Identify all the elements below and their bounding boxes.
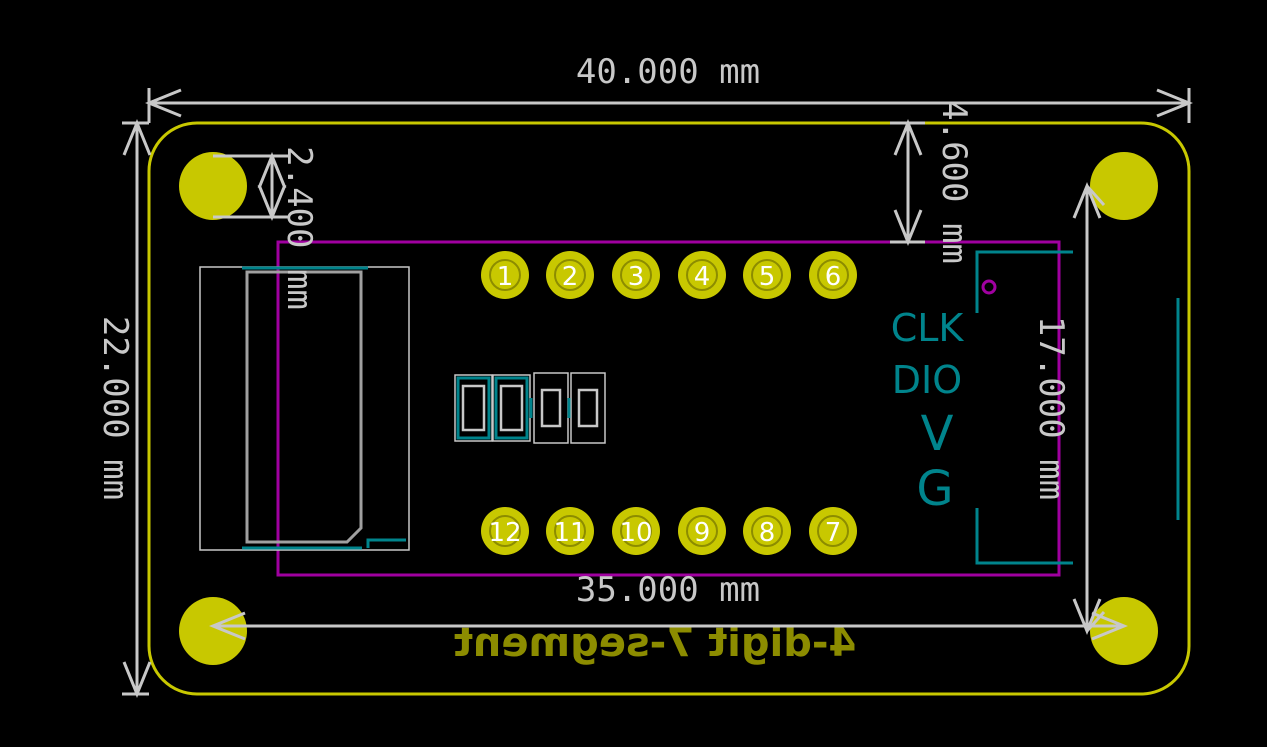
pad-drill (489, 515, 521, 547)
pad-drill (751, 259, 783, 291)
pad-number: 6 (825, 262, 842, 292)
connector-outline-top (975, 250, 1073, 313)
dimension-height (122, 119, 152, 698)
smd-part-3-box (533, 372, 569, 444)
dimension-hole-diameter-label: 2.400 mm (279, 146, 319, 310)
smd-part-1-box (454, 374, 493, 442)
dimension-height-label: 22.000 mm (95, 316, 135, 500)
pad-copper (546, 507, 594, 555)
pad-copper (546, 251, 594, 299)
dimension-display-height-label: 17.000 mm (1031, 316, 1071, 500)
pad-drill (554, 515, 586, 547)
pad-pin-7[interactable]: 7 (809, 507, 857, 555)
pad-drill (817, 259, 849, 291)
left-component-body (245, 270, 363, 544)
pad-number: 4 (694, 262, 711, 292)
smd-part-2-pad (499, 384, 524, 432)
connector-silk (975, 250, 1180, 565)
dimension-width-label: 40.000 mm (576, 52, 760, 92)
pad-pin-10[interactable]: 10 (612, 507, 660, 555)
left-component (199, 266, 410, 551)
pad-number: 3 (628, 262, 645, 292)
pad-number: 2 (562, 262, 579, 292)
pad-copper (809, 251, 857, 299)
pad-copper (809, 507, 857, 555)
connector-label-dio: DIO (892, 358, 962, 402)
pad-pin-5[interactable]: 5 (743, 251, 791, 299)
pad-number: 5 (759, 262, 776, 292)
pad-drill (686, 515, 718, 547)
dimension-width (145, 88, 1193, 123)
board-outline (147, 121, 1191, 696)
pad-pin-11[interactable]: 11 (546, 507, 594, 555)
pad-drill (554, 259, 586, 291)
pad-drill (751, 515, 783, 547)
connector-label-v: V (921, 406, 954, 462)
mounting-holes (179, 152, 1158, 665)
mounting-hole-bottom-left[interactable] (179, 597, 247, 665)
pad-number: 11 (553, 518, 586, 548)
mounting-hole-bottom-right[interactable] (1090, 597, 1158, 665)
pad-copper (612, 507, 660, 555)
smd-part-2-silk (494, 376, 529, 440)
pad-drill (620, 515, 652, 547)
pad-copper (743, 251, 791, 299)
smd-part-4-pad (577, 388, 599, 428)
smd-part-3-pad (540, 388, 562, 428)
mounting-hole-top-left[interactable] (179, 152, 247, 220)
pad-number: 10 (619, 518, 652, 548)
pad-pin-8[interactable]: 8 (743, 507, 791, 555)
left-component-silk-corner (366, 538, 406, 548)
pad-pin-12[interactable]: 12 (481, 507, 529, 555)
pads-top-row: 1 2 3 4 5 6 (481, 251, 857, 299)
pad-copper (678, 251, 726, 299)
dimension-display-height (1072, 182, 1106, 635)
pads-bottom-row: 12 11 10 9 8 7 (481, 507, 857, 555)
connector-outline-bottom (975, 508, 1073, 565)
display-courtyard (276, 240, 1061, 577)
pad-number: 8 (759, 518, 776, 548)
pad-pin-2[interactable]: 2 (546, 251, 594, 299)
smd-part-1-silk (456, 376, 491, 440)
pad-pin-1[interactable]: 1 (481, 251, 529, 299)
board-label: 4-digit 7-segment (454, 620, 857, 666)
pad-drill (489, 259, 521, 291)
pad-drill (620, 259, 652, 291)
connector-label-clk: CLK (891, 306, 965, 350)
dimension-pad-offset (890, 119, 925, 246)
pad-pin-3[interactable]: 3 (612, 251, 660, 299)
connector-label-g: G (916, 461, 953, 517)
pad-copper (678, 507, 726, 555)
pad-copper (612, 251, 660, 299)
pad-pin-9[interactable]: 9 (678, 507, 726, 555)
pad-drill (817, 515, 849, 547)
pad-copper (743, 507, 791, 555)
dimension-pad-offset-label: 4.600 mm (934, 100, 974, 264)
pad-pin-4[interactable]: 4 (678, 251, 726, 299)
pin1-marker (981, 279, 997, 295)
smd-part-4-box (570, 372, 606, 444)
dimension-hole-diameter (213, 152, 290, 221)
pad-pin-6[interactable]: 6 (809, 251, 857, 299)
smd-part-1-pad (461, 384, 486, 432)
pad-copper (481, 251, 529, 299)
pad-number: 1 (497, 262, 514, 292)
dimension-pin-spacing-label: 35.000 mm (576, 570, 760, 610)
smd-parts (454, 372, 606, 444)
pad-drill (686, 259, 718, 291)
pad-number: 7 (825, 518, 842, 548)
pad-number: 9 (694, 518, 711, 548)
dimension-pin-spacing (209, 611, 1128, 641)
mounting-hole-top-right[interactable] (1090, 152, 1158, 220)
pad-copper (481, 507, 529, 555)
pad-number: 12 (488, 518, 521, 548)
